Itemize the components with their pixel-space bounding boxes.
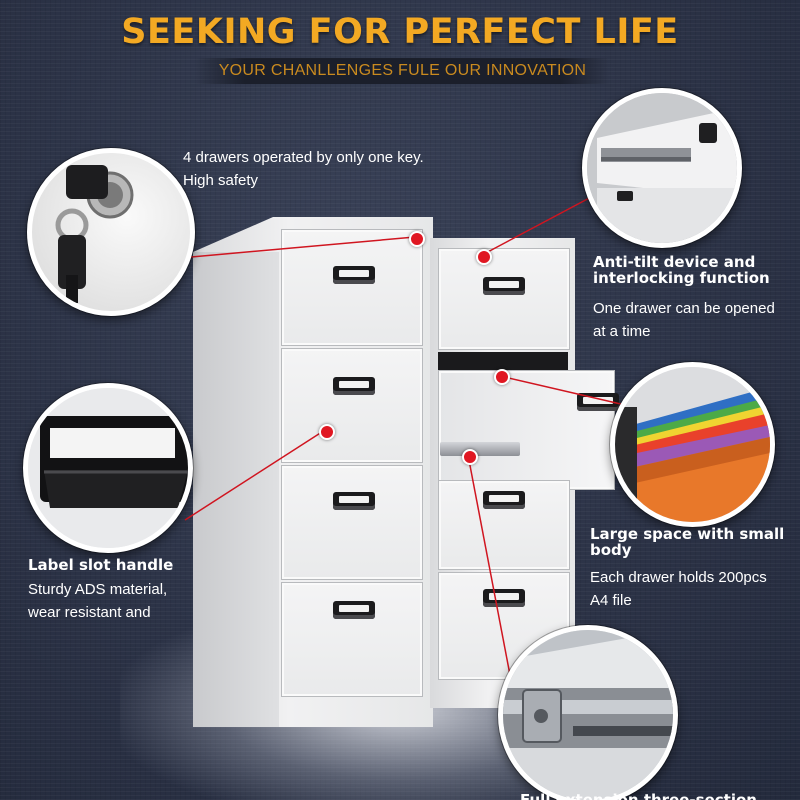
rail-title: Full extension three-section bbox=[520, 791, 757, 800]
banner-subtitle: YOUR CHANLLENGES FULE OUR INNOVATION bbox=[218, 62, 587, 79]
hanging-files-icon bbox=[615, 367, 770, 522]
anti-tilt-title-line-2: interlocking function bbox=[593, 269, 770, 287]
drawer-handle bbox=[483, 277, 525, 295]
key-lock-icon bbox=[55, 165, 134, 303]
drawer-slide-rail bbox=[440, 442, 520, 456]
drawer-handle bbox=[577, 393, 619, 411]
drawer-handle bbox=[483, 491, 525, 509]
marker-dot-large-space bbox=[494, 369, 510, 385]
lock-description: 4 drawers operated by only one key. High… bbox=[183, 146, 463, 192]
rail-leader-line bbox=[467, 454, 511, 676]
drawer-right-open bbox=[438, 370, 619, 490]
large-space-title-line-2: body bbox=[590, 541, 632, 559]
label-slot-closeup bbox=[23, 383, 193, 553]
banner-title: SEEKING FOR PERFECT LIFE bbox=[121, 12, 679, 52]
key-lock-closeup bbox=[27, 148, 195, 316]
drawer-rail-icon bbox=[587, 93, 737, 243]
drawer-left-1 bbox=[281, 229, 423, 346]
large-space-line-2: A4 file bbox=[590, 592, 632, 609]
anti-tilt-leader-line bbox=[481, 194, 596, 256]
drawer-left-4 bbox=[281, 582, 423, 697]
anti-tilt-line-2: at a time bbox=[593, 323, 651, 340]
drawer-handle bbox=[333, 377, 375, 395]
drawer-cavity bbox=[438, 352, 568, 374]
anti-tilt-title-line-1: Anti-tilt device and bbox=[593, 253, 756, 271]
label-slot-title: Label slot handle bbox=[28, 556, 174, 574]
label-slot-description: Sturdy ADS material, wear resistant and bbox=[28, 578, 208, 624]
marker-dot-anti-tilt bbox=[476, 249, 492, 265]
drawer-handle bbox=[333, 601, 375, 619]
marker-dot-label-slot bbox=[319, 424, 335, 440]
marker-dot-lock bbox=[409, 231, 425, 247]
large-space-leader-line bbox=[499, 375, 626, 406]
lock-leader-line bbox=[179, 236, 416, 259]
label-slot-leader-line bbox=[184, 429, 326, 521]
label-handle-icon bbox=[28, 388, 188, 548]
marker-dot-rail bbox=[462, 449, 478, 465]
interlock-closeup bbox=[582, 88, 742, 248]
lock-line-1: 4 drawers operated by only one key. bbox=[183, 149, 424, 166]
large-space-title: Large space with small body bbox=[590, 526, 798, 558]
large-space-title-line-1: Large space with small bbox=[590, 525, 785, 543]
large-space-line-1: Each drawer holds 200pcs bbox=[590, 569, 767, 586]
drawer-handle bbox=[333, 266, 375, 284]
label-slot-line-2: wear resistant and bbox=[28, 604, 151, 621]
label-slot-line-1: Sturdy ADS material, bbox=[28, 581, 168, 598]
drawer-left-3 bbox=[281, 465, 423, 580]
drawer-right-1 bbox=[438, 248, 570, 350]
drawer-right-3 bbox=[438, 480, 570, 570]
large-space-description: Each drawer holds 200pcs A4 file bbox=[590, 566, 798, 612]
ball-bearing-slide-icon bbox=[503, 630, 673, 800]
hanging-files-closeup bbox=[610, 362, 775, 527]
lock-line-2: High safety bbox=[183, 172, 259, 189]
drawer-handle bbox=[333, 492, 375, 510]
subtitle-band bbox=[195, 58, 610, 84]
rail-closeup bbox=[498, 625, 678, 800]
anti-tilt-description: One drawer can be opened at a time bbox=[593, 297, 798, 343]
cabinet-left-side bbox=[193, 252, 279, 727]
drawer-handle bbox=[483, 589, 525, 607]
anti-tilt-line-1: One drawer can be opened bbox=[593, 300, 775, 317]
anti-tilt-title: Anti-tilt device and interlocking functi… bbox=[593, 254, 798, 286]
